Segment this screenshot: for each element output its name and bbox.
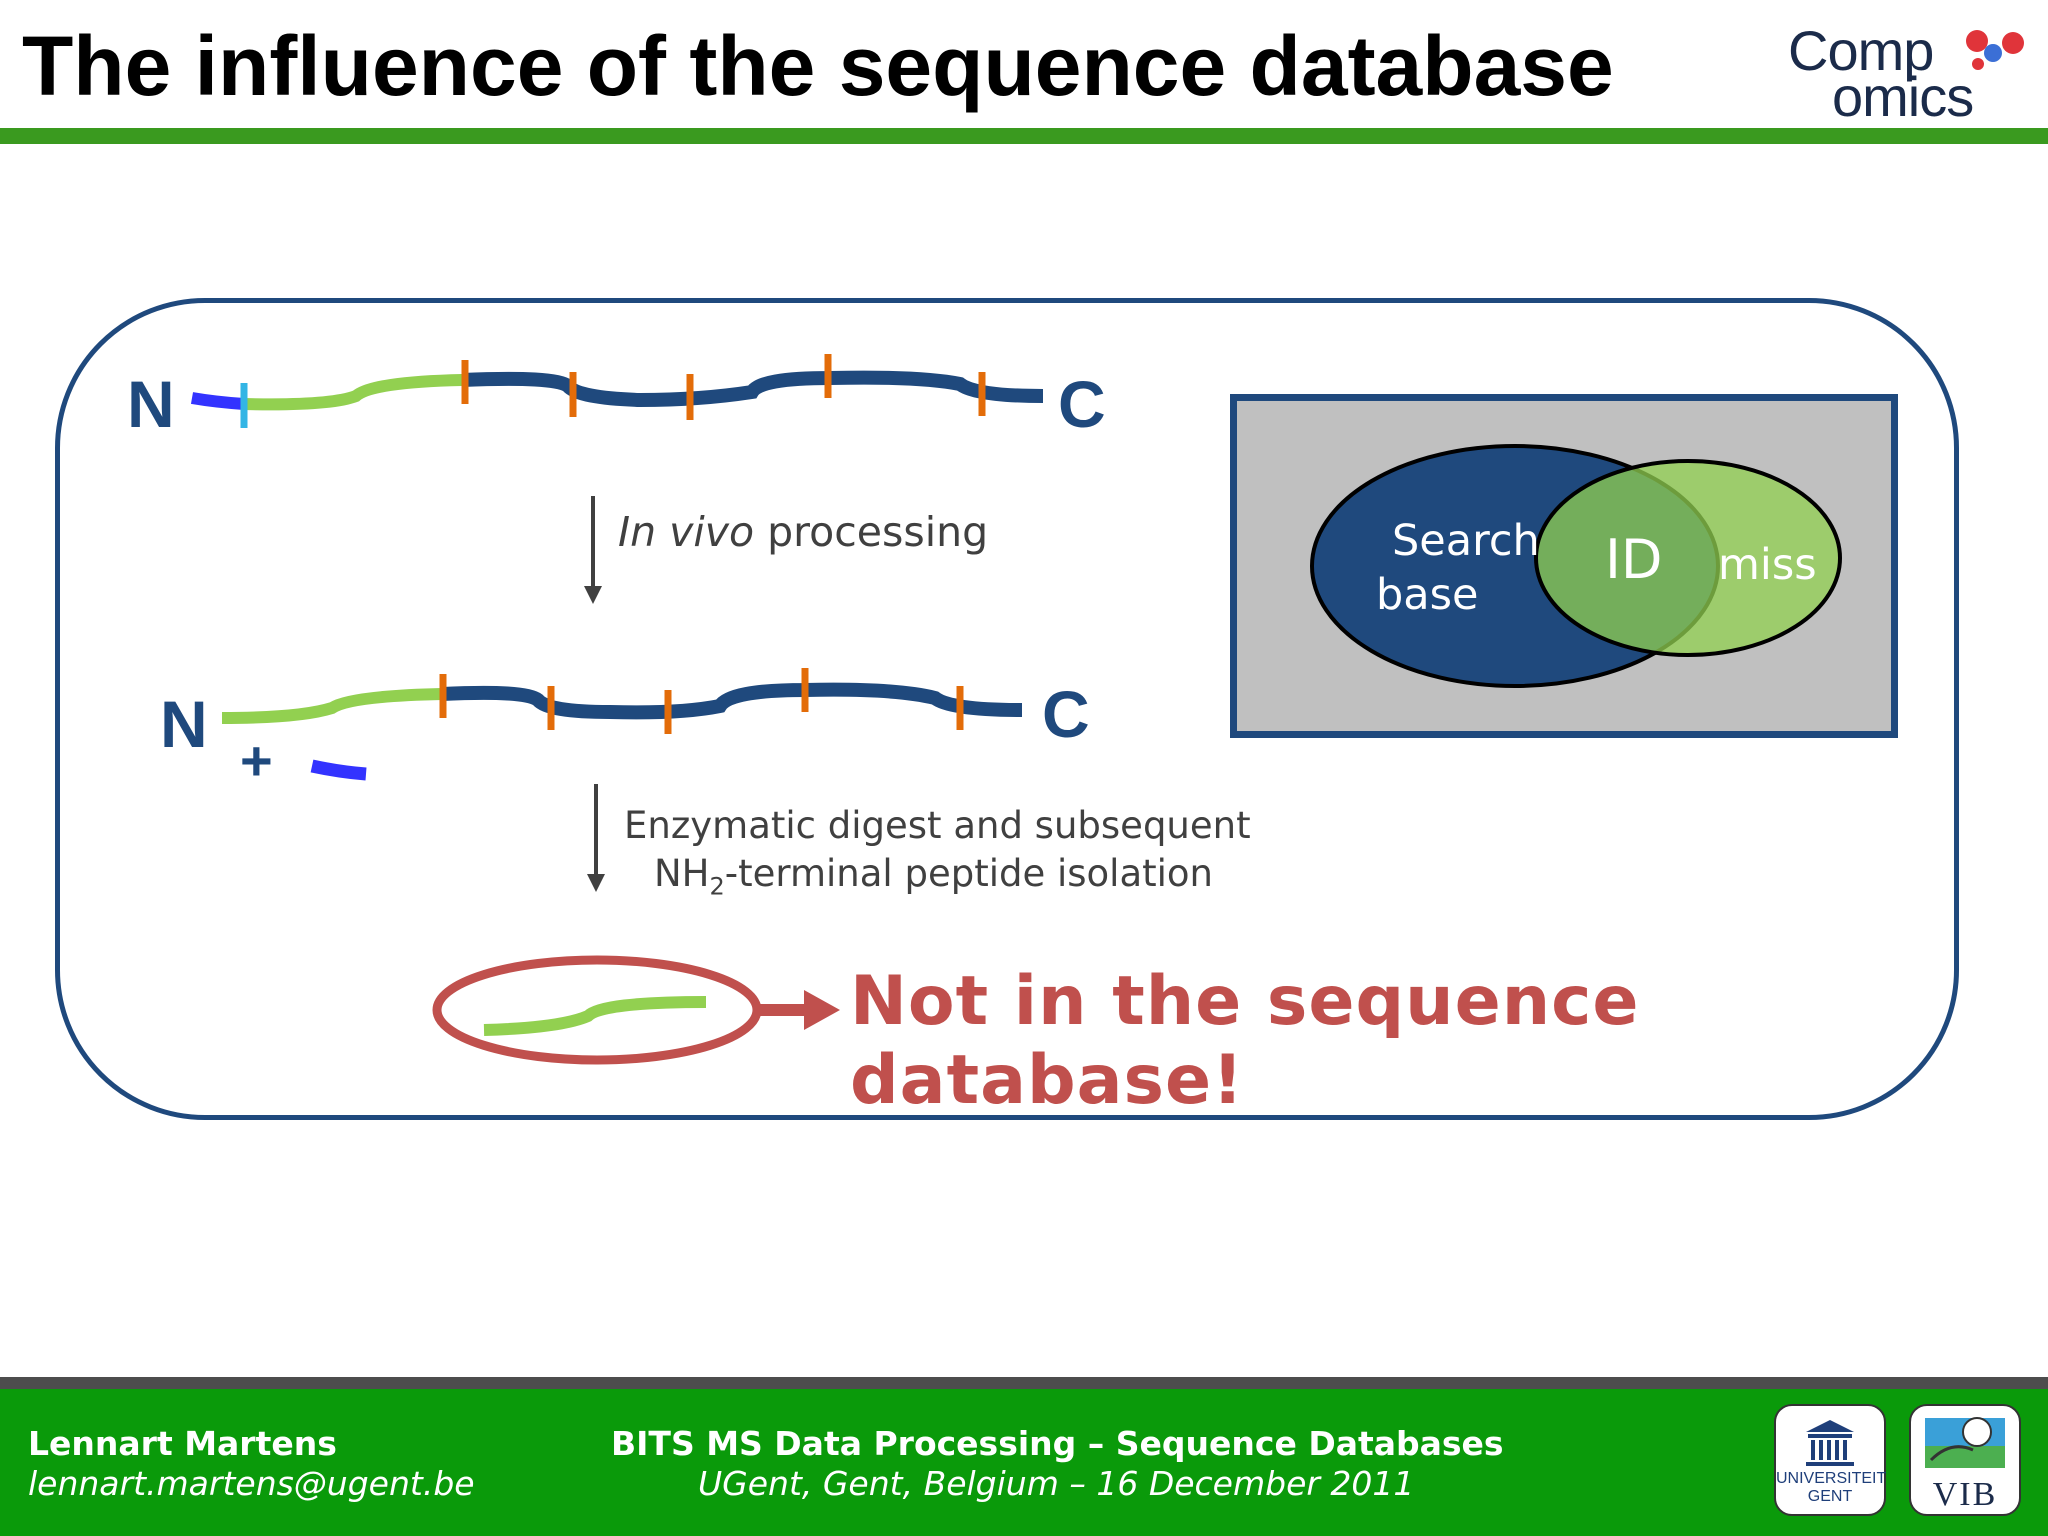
digest-caption-line1: Enzymatic digest and subsequent <box>624 804 1251 847</box>
logo-word-comp: Comp <box>1788 19 1934 82</box>
compomics-logo: Comp omics <box>1788 12 2028 128</box>
vib-logo: VIB <box>1909 1404 2021 1516</box>
ugent-line1: UNIVERSITEIT <box>1776 1470 1887 1487</box>
venn-id-label: ID <box>1605 528 1663 591</box>
mature-n-term-segment <box>243 374 463 411</box>
c-terminus-label-middle: C <box>1042 677 1090 751</box>
logo-dot-red-2 <box>2002 32 2024 54</box>
protein-processed <box>221 668 1023 781</box>
digest-caption-line2: NH2-terminal peptide isolation <box>654 852 1213 900</box>
result-arrow-head <box>804 990 840 1030</box>
n-terminus-label-top: N <box>127 367 175 441</box>
footer-location: UGent, Gent, Belgium – 16 December 2011 <box>698 1464 1415 1503</box>
footer-course: BITS MS Data Processing – Sequence Datab… <box>611 1424 1504 1463</box>
venn-left-label: Search base <box>1376 514 1540 622</box>
not-in-database-text: Not in the sequence database! <box>850 962 1640 1120</box>
footer-bar <box>0 1389 2048 1536</box>
logo-dot-red-3 <box>1972 58 1984 70</box>
plus-sign: + <box>240 729 273 792</box>
n-terminus-label-middle: N <box>160 687 208 761</box>
ugent-line2: GENT <box>1807 1488 1853 1505</box>
isolated-n-term-peptide <box>483 996 707 1036</box>
peptide-highlight-ellipse <box>432 955 762 1065</box>
in-vivo-italic: In vivo <box>618 508 755 556</box>
signal-peptide <box>190 392 245 410</box>
footer-divider <box>0 1377 2048 1389</box>
venn-left-line1: Search <box>1392 516 1540 566</box>
new-n-term-segment <box>221 688 443 724</box>
arrow-2-head <box>587 874 605 892</box>
nh-subscript: 2 <box>709 872 725 901</box>
true-sequences-circle <box>1534 459 1842 657</box>
vib-text: VIB <box>1932 1476 1998 1513</box>
diagram-frame <box>55 298 1959 1120</box>
processing-text: processing <box>754 508 989 556</box>
venn-miss-label: miss <box>1718 540 1817 590</box>
footer-email: lennart.martens@ugent.be <box>28 1464 475 1503</box>
terminal-text: -terminal peptide isolation <box>724 852 1214 895</box>
logo-word-omics: omics <box>1832 65 1974 128</box>
slide-title: The influence of the sequence database <box>22 19 1614 113</box>
arrow-1-head <box>584 586 602 604</box>
footer-author: Lennart Martens <box>28 1424 337 1463</box>
ugent-building-icon <box>1806 1420 1854 1466</box>
logo-dot-blue <box>1984 44 2002 62</box>
logo-dot-red <box>1966 30 1988 52</box>
c-terminus-label-top: C <box>1058 367 1106 441</box>
removed-signal-peptide <box>310 759 367 781</box>
venn-left-line2: base <box>1376 570 1479 620</box>
vib-emblem-icon <box>1925 1417 2005 1468</box>
protein-backbone-middle <box>441 682 1023 720</box>
title-underline <box>0 128 2048 144</box>
nh-text: NH <box>654 852 710 895</box>
in-vivo-processing-caption: In vivo processing <box>618 508 988 556</box>
protein-backbone-top <box>461 370 1044 408</box>
ugent-logo: UNIVERSITEIT GENT <box>1774 1404 1886 1516</box>
protein-full <box>190 354 1044 428</box>
